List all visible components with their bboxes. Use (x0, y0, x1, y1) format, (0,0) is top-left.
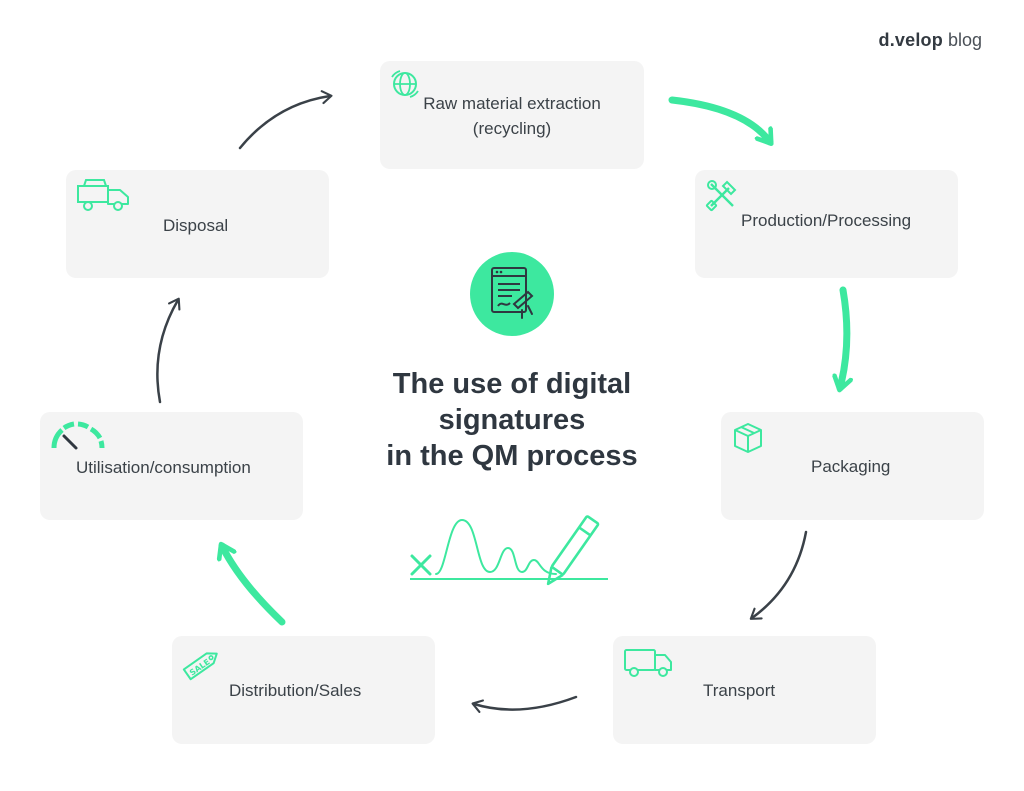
step-label: Production/Processing (741, 211, 912, 230)
step-utilisation-consumption: Utilisation/consumption (40, 412, 303, 520)
step-production-processing: Production/Processing (695, 170, 958, 278)
arrow-production-to-packaging (840, 286, 847, 388)
tools-icon (703, 176, 741, 221)
step-label: Raw material extraction (recycling) (423, 94, 601, 138)
step-label: Distribution/Sales (229, 681, 362, 700)
step-transport: Transport (613, 636, 876, 744)
step-label: Packaging (811, 457, 891, 476)
step-label: Transport (703, 681, 776, 700)
title-line-1: The use of digital (392, 368, 632, 400)
arrow-packaging-to-transport (749, 530, 808, 620)
diagram-title: The use of digital signatures in the QM … (312, 366, 712, 474)
arrow-utilisation-to-disposal (156, 297, 181, 404)
arrow-raw-to-production (668, 96, 770, 142)
step-raw-material-extraction: Raw material extraction (recycling) (380, 61, 644, 169)
globe-recycle-icon (388, 67, 422, 108)
brand-logo: d.velop blog (879, 30, 982, 51)
arrow-distribution-to-utilisation (222, 546, 286, 626)
title-line-2: signatures (438, 404, 586, 436)
step-distribution-sales: SALE Distribution/Sales (172, 636, 435, 744)
truck-icon (621, 642, 677, 687)
gauge-icon (48, 418, 108, 459)
digital-signature-icon (470, 252, 554, 336)
arrow-transport-to-distribution (471, 695, 578, 713)
step-label: Disposal (163, 216, 229, 235)
brand-suffix: blog (947, 30, 982, 50)
arrow-disposal-to-raw (238, 90, 333, 150)
signature-illustration (410, 515, 608, 586)
dump-truck-icon (74, 176, 134, 221)
step-packaging: Packaging (721, 412, 984, 520)
title-line-3: in the QM process (386, 440, 638, 472)
step-disposal: Disposal (66, 170, 329, 278)
step-label: Utilisation/consumption (76, 458, 251, 477)
brand-name: d.velop (878, 30, 943, 50)
sale-tag-icon: SALE (180, 642, 224, 693)
box-icon (729, 418, 767, 463)
